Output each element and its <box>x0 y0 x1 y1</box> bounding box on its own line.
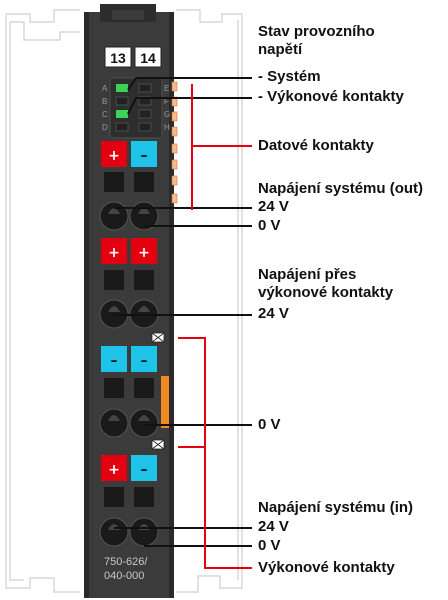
led-letter-f: F <box>164 97 169 106</box>
led-power-contacts-green <box>116 110 128 118</box>
label-power-contacts-bottom: Výkonové kontakty <box>258 559 395 576</box>
label-out-0v: 0 V <box>258 217 281 234</box>
label-system: - Systém <box>258 68 321 85</box>
label-pres-line2: výkonové kontakty <box>258 284 394 301</box>
plus-sign: + <box>108 245 120 261</box>
label-napajeni-in: Napájení systému (in) <box>258 499 414 516</box>
terminal-number-plates: 13 14 <box>104 46 162 68</box>
red-bracket-lines <box>178 84 252 569</box>
label-middle-0v: 0 V <box>258 416 281 433</box>
led-letter-g: G <box>164 110 170 119</box>
orange-stripe <box>161 376 169 428</box>
plus-sign: + <box>108 148 120 164</box>
label-out-24v: 24 V <box>258 198 289 215</box>
leader-system <box>127 77 252 91</box>
led-letter-e: E <box>164 84 169 93</box>
label-power-contacts-led: - Výkonové kontakty <box>258 88 404 105</box>
label-pres-line1: Napájení přes <box>258 266 357 283</box>
led-letter-d: D <box>102 123 108 132</box>
led-panel: A B C D E F G H <box>102 77 170 139</box>
label-napajeni-out: Napájení systému (out) <box>258 180 424 197</box>
label-in-24v: 24 V <box>258 518 289 535</box>
terminal-number-13: 13 <box>110 50 126 66</box>
led-letter-b: B <box>102 97 107 106</box>
led-system-green <box>116 84 128 92</box>
plus-sign: + <box>108 462 120 478</box>
terminal-block-3: – – <box>99 346 169 438</box>
minus-sign: – <box>141 462 148 478</box>
data-contact-tabs <box>171 81 178 204</box>
minus-sign: – <box>141 148 148 164</box>
led-letter-c: C <box>102 110 108 119</box>
leader-lines <box>114 77 252 547</box>
label-napajeni-pres: Napájení přes výkonové kontakty <box>258 266 393 302</box>
power-contacts-bracket <box>178 337 252 569</box>
label-in-0v: 0 V <box>258 537 281 554</box>
label-data-contacts: Datové kontakty <box>258 137 374 154</box>
label-stav: Stav provozního napětí <box>258 23 375 59</box>
minus-sign: – <box>141 353 148 369</box>
led-letter-a: A <box>102 84 108 93</box>
part-number-line1: 750-626/ <box>104 556 148 568</box>
leader-power-led <box>127 97 252 115</box>
separator-marker-bottom <box>151 439 165 450</box>
terminal-number-14: 14 <box>140 50 156 66</box>
part-number-line2: 040-000 <box>104 570 144 582</box>
led-letter-h: H <box>164 123 170 132</box>
label-stav-line2: napětí <box>258 41 303 58</box>
label-pres-24v: 24 V <box>258 305 289 322</box>
plus-sign: + <box>138 245 150 261</box>
minus-sign: – <box>111 353 118 369</box>
separator-marker-top <box>151 332 165 343</box>
label-stav-line1: Stav provozního <box>258 23 375 40</box>
din-rail-outline <box>5 9 243 593</box>
